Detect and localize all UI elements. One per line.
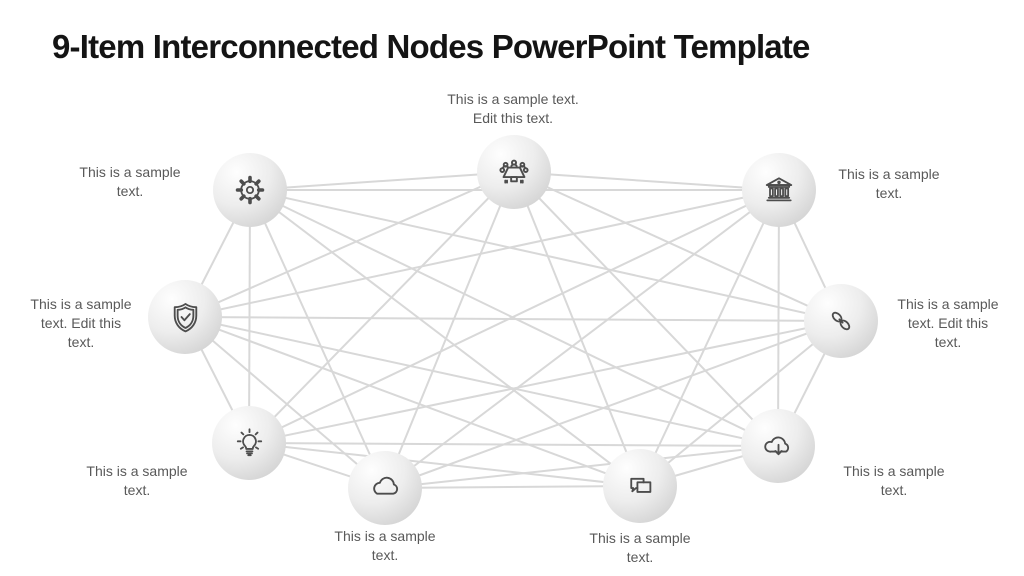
node-bank xyxy=(742,153,816,227)
node-label: This is a sample text. xyxy=(334,528,436,563)
node-label: This is a sample text. Edit this text. xyxy=(30,296,132,350)
node-shield xyxy=(148,280,222,354)
node-lightbulb xyxy=(212,406,286,480)
node-label: This is a sample text. xyxy=(838,166,940,201)
bank-icon xyxy=(765,177,793,202)
node-cloud-download xyxy=(741,409,815,483)
node-chat xyxy=(603,449,677,523)
node-label: This is a sample text. Edit this text. xyxy=(897,296,999,350)
cloud-download-icon xyxy=(763,436,789,455)
lightbulb-icon xyxy=(236,427,262,456)
page-title: 9-Item Interconnected Nodes PowerPoint T… xyxy=(52,28,810,65)
cloud-icon xyxy=(373,476,399,495)
node-meeting xyxy=(477,135,551,209)
shield-check-icon xyxy=(173,302,197,332)
node-label: This is a sample text. Edit this text. xyxy=(447,91,579,126)
node-label: This is a sample text. xyxy=(843,463,945,498)
node-gear xyxy=(213,153,287,227)
meeting-icon xyxy=(499,159,529,184)
chat-bubbles-icon xyxy=(629,477,651,493)
chain-link-icon xyxy=(831,311,851,331)
node-label: This is a sample text. xyxy=(79,164,181,199)
node-label: This is a sample text. xyxy=(86,463,188,498)
node-label: This is a sample text. xyxy=(589,530,691,565)
node-chain xyxy=(804,284,878,358)
gear-icon xyxy=(235,175,265,205)
node-cloud xyxy=(348,451,422,525)
